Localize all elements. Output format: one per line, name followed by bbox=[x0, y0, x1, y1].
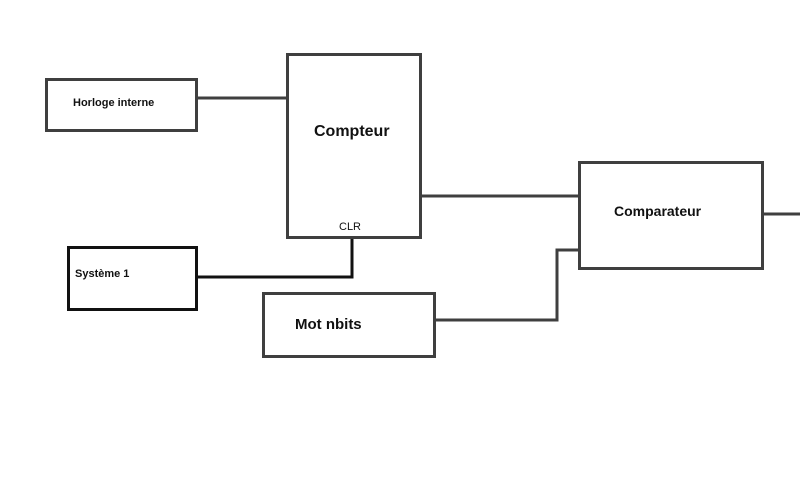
comparateur-label: Comparateur bbox=[614, 203, 702, 219]
wire-mot-comparateur bbox=[435, 248, 581, 322]
comparateur-block: Comparateur bbox=[578, 161, 764, 270]
systeme-label: Système 1 bbox=[75, 268, 130, 280]
compteur-block: Compteur CLR bbox=[286, 53, 422, 239]
wire-systeme-clr bbox=[197, 237, 354, 279]
horloge-label: Horloge interne bbox=[73, 97, 155, 109]
clr-label: CLR bbox=[339, 221, 362, 233]
mot-nbits-block: Mot nbits bbox=[262, 292, 436, 358]
mot-nbits-label: Mot nbits bbox=[295, 316, 362, 333]
systeme-block: Système 1 bbox=[67, 246, 198, 311]
compteur-label: Compteur bbox=[314, 123, 390, 140]
horloge-block: Horloge interne bbox=[45, 78, 198, 132]
